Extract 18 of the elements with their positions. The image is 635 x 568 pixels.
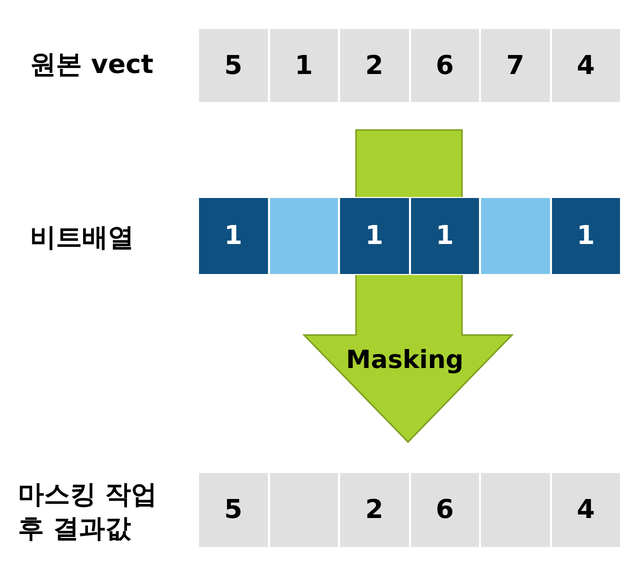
array-cell: 5 (198, 28, 268, 103)
array-cell: 6 (410, 28, 480, 103)
array-cell: 2 (339, 28, 410, 103)
array-cell: 6 (410, 472, 480, 548)
array-cell: 5 (198, 472, 268, 548)
array-cell: 1 (339, 197, 410, 275)
array-cell: 4 (550, 472, 621, 548)
row-label: 원본 vect (30, 49, 154, 82)
array-cell: 1 (198, 197, 268, 275)
array-cell: 1 (268, 28, 339, 103)
array-cell: 1 (410, 197, 480, 275)
array-cell: 2 (339, 472, 410, 548)
array-cell: 1 (550, 197, 621, 275)
arrow-label: Masking (346, 345, 464, 374)
array-cell: 4 (550, 28, 621, 103)
array-cell: 7 (480, 28, 550, 103)
row-label: 마스킹 작업 후 결과값 (18, 479, 158, 546)
row-label: 비트배열 (30, 222, 135, 255)
